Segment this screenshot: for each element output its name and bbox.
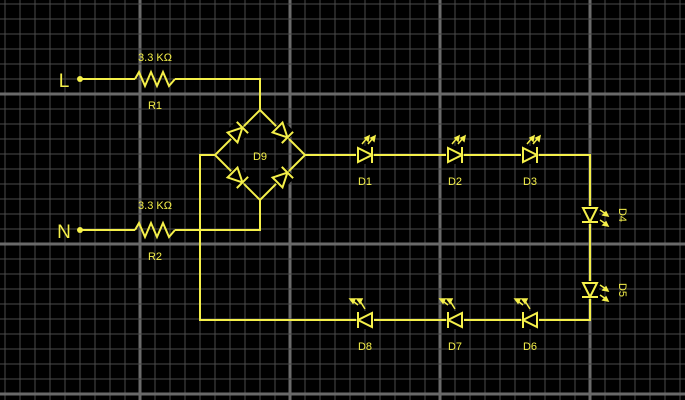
led-d4[interactable] xyxy=(581,206,610,228)
wires xyxy=(77,76,591,321)
led-d8[interactable] xyxy=(348,298,374,329)
led-d3[interactable] xyxy=(521,134,542,164)
components xyxy=(224,119,610,329)
light-emission-icon xyxy=(513,298,531,310)
wire xyxy=(175,200,261,231)
r1-ref: R1 xyxy=(148,100,162,112)
led-d6-label: D6 xyxy=(523,341,537,353)
light-emission-icon xyxy=(526,134,542,145)
resistor-r1[interactable] xyxy=(134,69,176,89)
led-d2-label: D2 xyxy=(448,176,462,188)
led-d4-label: D4 xyxy=(616,208,628,222)
light-emission-icon xyxy=(361,134,377,145)
terminal-n-label: N xyxy=(57,222,71,243)
led-d7-label: D7 xyxy=(448,341,462,353)
light-emission-icon xyxy=(599,284,610,303)
led-d2[interactable] xyxy=(446,134,467,164)
bridge-diode[interactable] xyxy=(269,119,296,146)
light-emission-icon xyxy=(451,134,467,145)
led-d8-label: D8 xyxy=(358,341,372,353)
led-d1-label: D1 xyxy=(358,176,372,188)
terminal-l-label: L xyxy=(59,71,70,92)
led-d3-label: D3 xyxy=(523,176,537,188)
r1-value: 3.3 KΩ xyxy=(138,52,172,64)
bridge-outline xyxy=(213,108,307,202)
led-d1[interactable] xyxy=(356,134,377,164)
r2-value: 3.3 KΩ xyxy=(138,200,172,212)
light-emission-icon xyxy=(348,298,366,310)
r2-ref: R2 xyxy=(148,251,162,263)
resistor-r2[interactable] xyxy=(134,220,176,240)
led-d5-label: D5 xyxy=(616,283,628,297)
wire xyxy=(199,154,591,321)
bridge-ref: D9 xyxy=(253,151,267,163)
light-emission-icon xyxy=(438,298,456,310)
led-d5[interactable] xyxy=(581,281,610,303)
light-emission-icon xyxy=(599,209,610,228)
wire xyxy=(175,78,261,110)
bridge-diode[interactable] xyxy=(269,164,296,191)
led-d6[interactable] xyxy=(513,298,539,329)
led-d7[interactable] xyxy=(438,298,464,329)
